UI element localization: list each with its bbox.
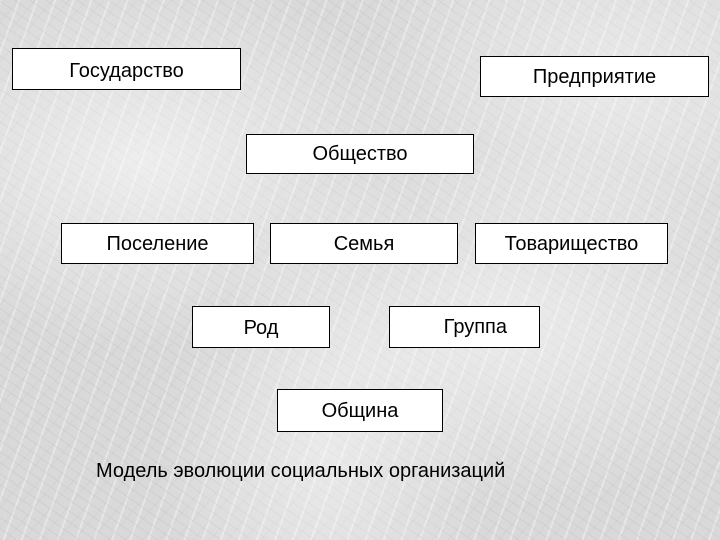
node-semya-label: Семья (333, 232, 395, 255)
node-poselenie-label: Поселение (106, 232, 209, 255)
node-rod: Род (192, 306, 330, 348)
node-predpriyatie-label: Предприятие (532, 66, 657, 88)
node-obshchina-label: Община (321, 399, 399, 422)
node-semya: Семья (270, 223, 458, 264)
node-gosudarstvo-label: Государство (69, 60, 184, 82)
node-obshchestvo: Общество (246, 134, 474, 174)
node-gruppa-label: Группа (443, 316, 507, 338)
node-tovarishchestvo-label: Товарищество (504, 232, 639, 255)
node-predpriyatie: Предприятие (480, 56, 709, 97)
node-gruppa: Группа (389, 306, 540, 348)
node-tovarishchestvo: Товарищество (475, 223, 668, 264)
node-poselenie: Поселение (61, 223, 254, 264)
node-gosudarstvo: Государство (12, 48, 241, 90)
diagram-caption: Модель эволюции социальных организаций (96, 460, 506, 482)
node-rod-label: Род (243, 317, 279, 339)
node-obshchestvo-label: Общество (312, 143, 408, 165)
node-obshchina: Община (277, 389, 443, 432)
